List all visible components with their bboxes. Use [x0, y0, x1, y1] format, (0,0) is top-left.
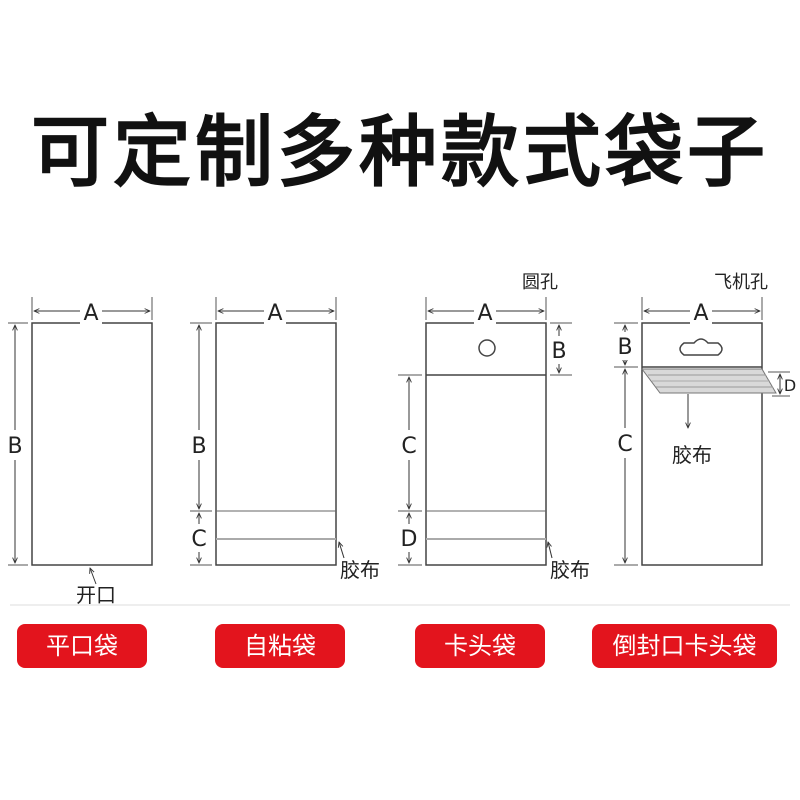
bag-header-header-label: B: [551, 339, 566, 364]
bag-reverse-seal-tape-label: 胶布: [672, 443, 712, 467]
bag-flat-opening-label: 开口: [76, 583, 116, 607]
bag-header-width-label: A: [477, 301, 492, 326]
bag-header-outline: [425, 322, 547, 566]
bag-adhesive: A B C 胶布: [188, 296, 380, 582]
bag-adhesive-outline: [215, 322, 337, 566]
bag-header: 圆孔 A B C D 胶布: [398, 272, 590, 582]
bag-header-flap-label: D: [401, 527, 418, 552]
bag-reverse-seal-header-label: B: [617, 335, 632, 360]
label-flat-bag: 平口袋: [17, 624, 147, 668]
bag-header-tape-label: 胶布: [550, 558, 590, 582]
label-reverse-seal-bag: 倒封口卡头袋: [592, 624, 777, 668]
bag-adhesive-tape-label: 胶布: [340, 558, 380, 582]
bag-reverse-seal-width-label: A: [693, 301, 708, 326]
round-hole-icon: [478, 339, 496, 357]
page-title: 可定制多种款式袋子: [30, 108, 769, 198]
label-header-bag: 卡头袋: [415, 624, 545, 668]
bag-reverse-seal-body-label: C: [617, 432, 632, 457]
bag-reverse-seal: 飞机孔 A B C D 胶布: [614, 272, 796, 566]
bag-adhesive-height-label: B: [191, 434, 206, 459]
label-adhesive-bag: 自粘袋: [215, 624, 345, 668]
bag-flat-width-label: A: [83, 301, 98, 326]
bag-adhesive-width-label: A: [267, 301, 282, 326]
bag-header-body-label: C: [401, 434, 416, 459]
airplane-hole-icon: [679, 338, 723, 356]
bag-reverse-seal-seal-label: D: [784, 376, 796, 395]
bag-header-hole-label: 圆孔: [522, 272, 558, 293]
bag-flat: A B 开口: [4, 296, 153, 607]
bag-flat-height-label: B: [7, 434, 22, 459]
bag-reverse-seal-outline: [641, 322, 763, 566]
bag-flat-outline: [31, 322, 153, 566]
bag-reverse-seal-hole-label: 飞机孔: [714, 272, 768, 293]
bag-adhesive-flap-label: C: [191, 527, 206, 552]
